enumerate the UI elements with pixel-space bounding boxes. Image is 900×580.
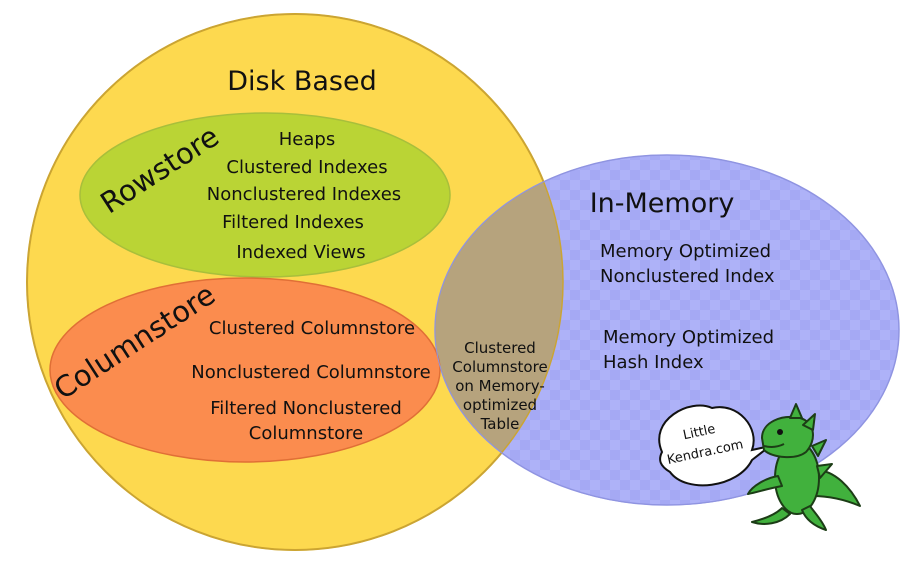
disk-based-title: Disk Based [227, 66, 376, 97]
overlap-line-5: Table [480, 415, 520, 433]
rowstore-item-filtered: Filtered Indexes [222, 212, 364, 233]
dinosaur-mascot-icon [747, 403, 861, 531]
memory-item1-line1: Memory Optimized [600, 241, 771, 262]
disk-outline [26, 13, 564, 551]
overlap-line-2: Columnstore [452, 358, 547, 376]
memory-item1-line2: Nonclustered Index [600, 266, 775, 287]
columnstore-item-clustered: Clustered Columnstore [209, 318, 415, 339]
memory-item2-line1: Memory Optimized [603, 327, 774, 348]
overlap-line-1: Clustered [464, 339, 536, 357]
rowstore-ellipse [79, 112, 451, 278]
columnstore-item-filtered-line1: Filtered Nonclustered [210, 398, 402, 419]
in-memory-title: In-Memory [590, 188, 735, 219]
columnstore-item-nonclustered: Nonclustered Columnstore [191, 362, 430, 383]
overlap-line-3: on Memory- [455, 377, 545, 395]
overlap-line-4: optimized [463, 396, 537, 414]
rowstore-item-nonclustered: Nonclustered Indexes [207, 184, 401, 205]
columnstore-item-filtered-line2: Columnstore [249, 423, 363, 444]
rowstore-item-clustered: Clustered Indexes [226, 157, 387, 178]
rowstore-item-heaps: Heaps [279, 129, 335, 150]
bubble-line-1: Little [682, 422, 717, 443]
memory-outline [434, 154, 900, 506]
speech-bubble: Little Kendra.com [658, 404, 771, 487]
columnstore-ellipse [49, 277, 441, 463]
memory-item2-line2: Hash Index [603, 352, 704, 373]
rowstore-item-indexed-views: Indexed Views [236, 242, 365, 263]
